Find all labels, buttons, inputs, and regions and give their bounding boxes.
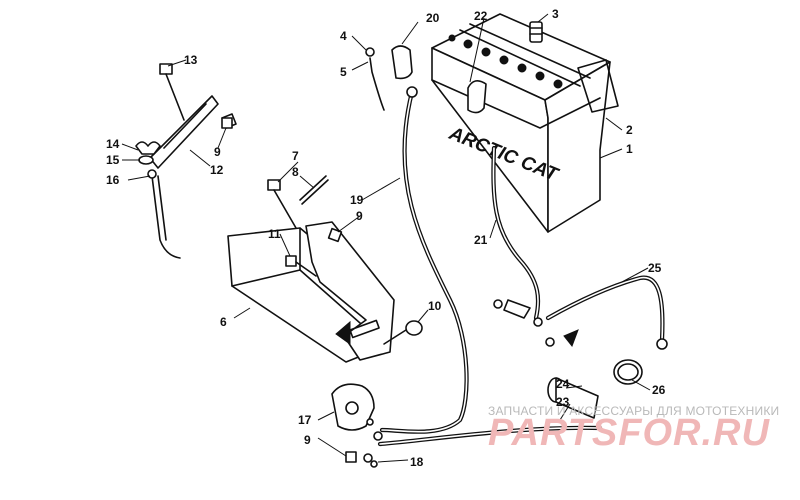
callout-19: 19 xyxy=(350,193,364,207)
callout-11: 11 xyxy=(268,227,281,241)
callout-16: 16 xyxy=(106,173,120,187)
callout-1: 1 xyxy=(626,142,633,156)
callout-21: 21 xyxy=(474,233,488,247)
battery: ARCTIC CAT xyxy=(431,13,611,233)
callout-26: 26 xyxy=(652,383,666,397)
nut-set-18 xyxy=(363,453,378,468)
clip-fitting-4 xyxy=(365,47,385,111)
starter-solenoid xyxy=(331,383,383,441)
callout-13: 13 xyxy=(184,53,198,67)
watermark-caption: ЗАПЧАСТИ И АКСЕССУАРЫ ДЛЯ МОТОТЕХНИКИ xyxy=(488,404,780,418)
bolt-10 xyxy=(383,320,423,345)
nut-9-strap xyxy=(221,117,233,129)
wing-nut-14 xyxy=(135,141,161,165)
callout-22: 22 xyxy=(474,9,488,23)
bolt-13 xyxy=(159,63,185,121)
callout-9-strap: 9 xyxy=(214,145,221,159)
callout-3: 3 xyxy=(552,7,559,21)
terminal-boot-22 xyxy=(467,80,487,114)
callout-15: 15 xyxy=(106,153,120,167)
callout-2: 2 xyxy=(626,123,633,137)
callout-20: 20 xyxy=(426,11,440,25)
callout-12: 12 xyxy=(210,163,224,177)
callout-25: 25 xyxy=(648,261,662,275)
callout-10: 10 xyxy=(428,299,442,313)
callout-9-lower: 9 xyxy=(304,433,311,447)
callout-24: 24 xyxy=(556,377,570,391)
callout-6: 6 xyxy=(220,315,227,329)
bolt-7 xyxy=(267,179,297,229)
callout-9-upper: 9 xyxy=(356,209,363,223)
battery-tray xyxy=(227,221,395,363)
watermark-logo: PARTSFOR.RU xyxy=(488,412,770,454)
callout-8: 8 xyxy=(292,165,299,179)
terminal-boot-20 xyxy=(391,45,413,80)
bolt-11 xyxy=(285,255,317,277)
callout-18: 18 xyxy=(410,455,424,469)
callout-5: 5 xyxy=(340,65,347,79)
ground-junction xyxy=(493,299,579,347)
hold-down-strap xyxy=(149,95,237,169)
callout-4: 4 xyxy=(340,29,347,43)
callout-17: 17 xyxy=(298,413,312,427)
hose-clamp-26 xyxy=(613,359,643,385)
battery-pad xyxy=(577,59,619,113)
pin-8 xyxy=(299,175,329,205)
callout-14: 14 xyxy=(106,137,120,151)
callout-7: 7 xyxy=(292,149,299,163)
nut-9-lower xyxy=(345,451,357,463)
vent-fitting xyxy=(529,21,543,43)
callout-labels: 1 2 3 4 5 6 7 8 9 9 9 10 11 12 13 14 15 … xyxy=(106,7,666,469)
callout-23: 23 xyxy=(556,395,570,409)
hold-down-rod-16 xyxy=(151,175,181,259)
leader-lines xyxy=(121,13,651,463)
